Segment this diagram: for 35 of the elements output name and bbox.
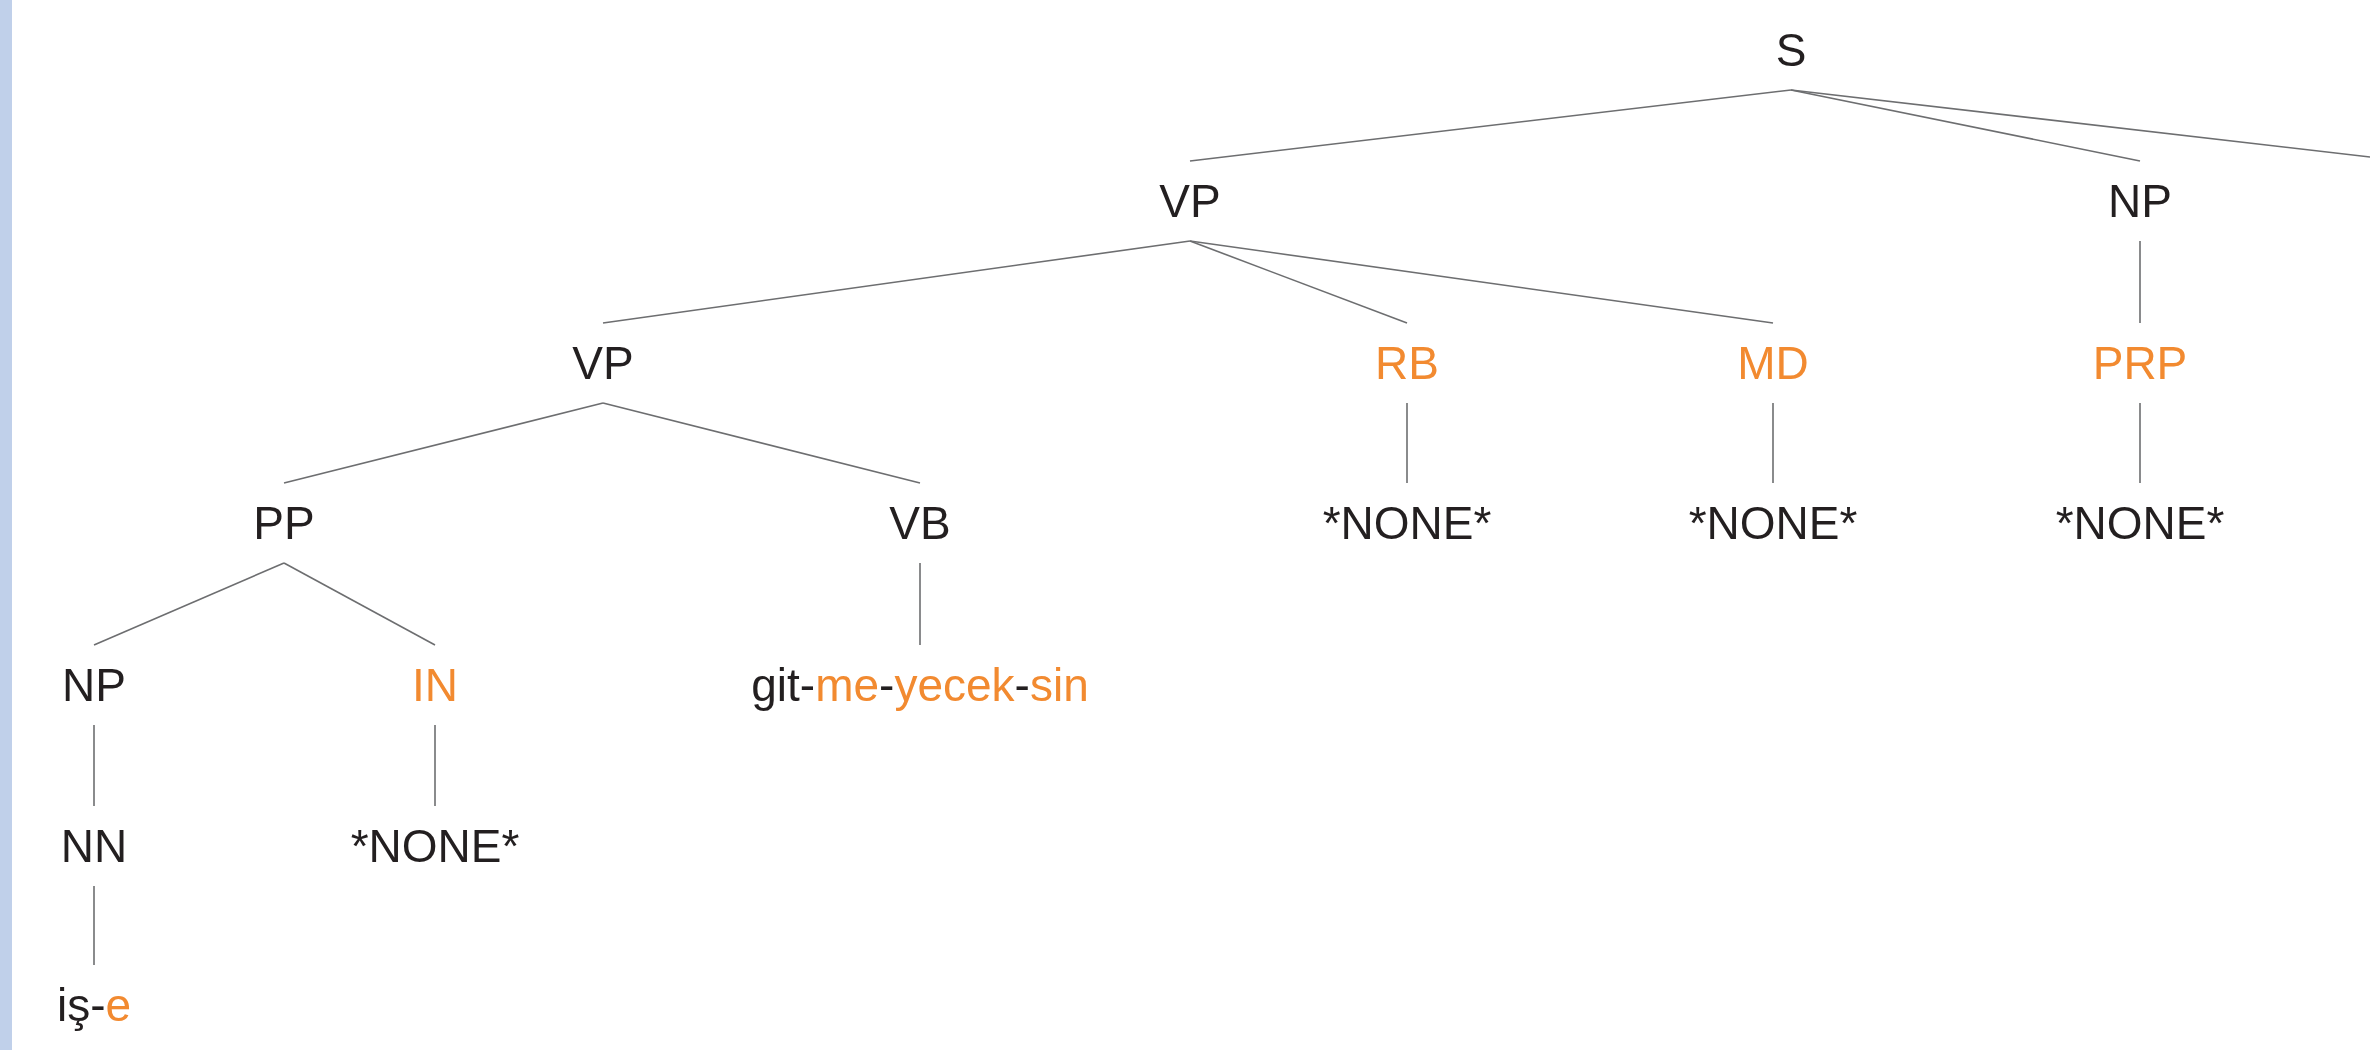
category-label: VP bbox=[1157, 161, 1223, 241]
category-label: NP bbox=[2106, 161, 2174, 241]
tree-branch bbox=[93, 562, 285, 646]
word-label: *NONE* bbox=[1320, 483, 1494, 563]
tree-branch bbox=[602, 240, 1191, 324]
word-label: *NONE* bbox=[348, 806, 522, 886]
category-label: IN bbox=[410, 645, 460, 725]
tree-branch bbox=[919, 562, 921, 646]
tree-branch bbox=[1772, 402, 1774, 484]
category-label: MD bbox=[1735, 323, 1811, 403]
tree-branch bbox=[1406, 402, 1408, 484]
category-label: VP bbox=[570, 323, 636, 403]
word-label: *NONE* bbox=[1686, 483, 1860, 563]
category-label: RB bbox=[1373, 323, 1441, 403]
tree-branch bbox=[1790, 89, 2370, 158]
tree-branch bbox=[93, 885, 95, 966]
tree-branch bbox=[602, 402, 921, 484]
tree-branch bbox=[1189, 240, 1774, 324]
tree-branch bbox=[283, 402, 604, 484]
category-label: S bbox=[1773, 10, 1809, 90]
category-label: PRP bbox=[2090, 323, 2190, 403]
category-label: NN bbox=[58, 806, 130, 886]
tree-branch bbox=[434, 724, 436, 807]
category-label: PP bbox=[251, 483, 317, 563]
word-label: git-me-yecek-sin bbox=[749, 645, 1091, 725]
tree-branch bbox=[1189, 89, 1792, 162]
tree-branch bbox=[93, 724, 95, 807]
category-label: NP bbox=[60, 645, 128, 725]
category-label: VB bbox=[887, 483, 953, 563]
tree-branch bbox=[2139, 402, 2141, 484]
word-label: iş-e bbox=[54, 965, 134, 1045]
word-label: *NONE* bbox=[2053, 483, 2227, 563]
tree-branch bbox=[1189, 240, 1408, 324]
tree-branch bbox=[283, 562, 436, 646]
tree-branch bbox=[2139, 240, 2141, 324]
